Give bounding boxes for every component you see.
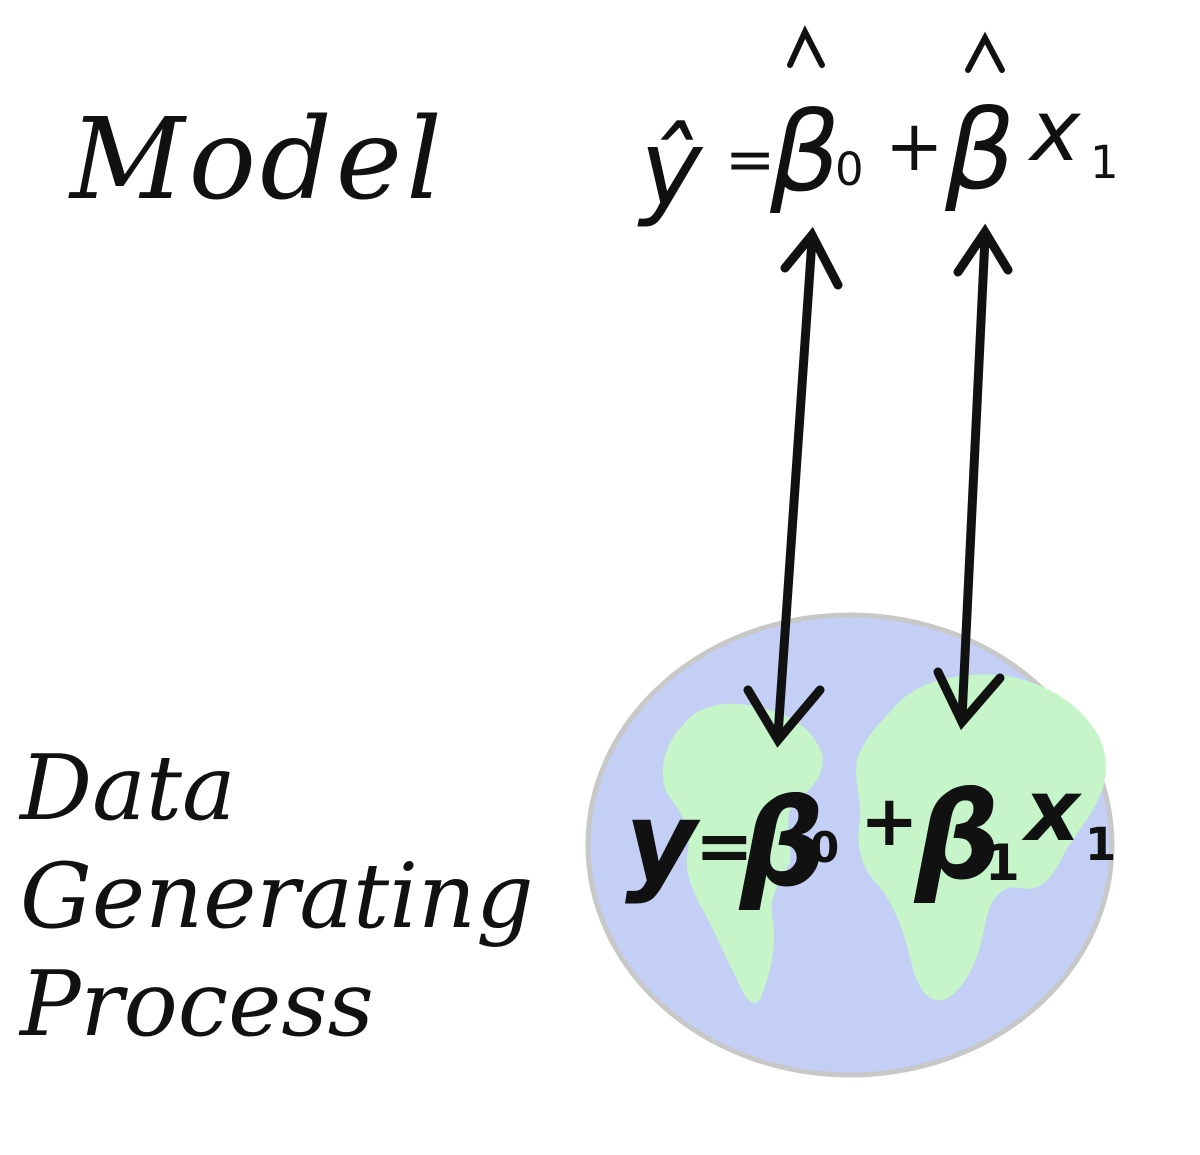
dgp-eq-beta1: β (913, 768, 1001, 907)
dgp-eq-x-sub: 1 (1085, 818, 1116, 871)
arrows (743, 223, 1013, 748)
dgp-eq-lhs: y (625, 778, 701, 906)
model-eq-beta1: β (944, 86, 1015, 214)
model-eq-equals: = (725, 125, 775, 195)
dgp-eq-x: x (1021, 762, 1083, 861)
arrow-beta1 (933, 223, 1013, 731)
model-eq-beta1-hat (965, 31, 1005, 73)
dgp-eq-beta1-sub: 1 (985, 834, 1020, 892)
arrow-beta0 (743, 226, 843, 748)
dgp-eq-beta0: β (738, 775, 826, 914)
model-eq-beta0: β (769, 88, 840, 216)
model-label: Model (70, 95, 446, 225)
model-eq-beta0-sub: 0 (835, 143, 864, 196)
dgp-eq-equals: = (695, 805, 754, 887)
dgp-eq-beta0-sub: 0 (810, 823, 839, 872)
dgp-equation: y = β 0 + β 1 x 1 (625, 762, 1116, 914)
model-eq-beta0-hat (787, 25, 825, 68)
dgp-label-line-2: Generating (20, 844, 534, 949)
model-eq-plus: + (885, 105, 944, 187)
dgp-label-line-3: Process (20, 952, 374, 1057)
globe (585, 612, 1115, 1078)
model-eq-lhs: ŷ (637, 108, 704, 230)
model-eq-x-sub: 1 (1090, 136, 1119, 189)
model-eq-x: x (1027, 82, 1082, 181)
globe-continent-americas (662, 703, 823, 1003)
dgp-label-line-1: Data (20, 736, 236, 841)
dgp-eq-plus: + (860, 780, 919, 862)
dgp-label: Data Generating Process (20, 735, 534, 1059)
model-equation: ŷ = β 0 + β x 1 (637, 25, 1119, 230)
globe-continent-eurasia-africa (855, 674, 1106, 1001)
